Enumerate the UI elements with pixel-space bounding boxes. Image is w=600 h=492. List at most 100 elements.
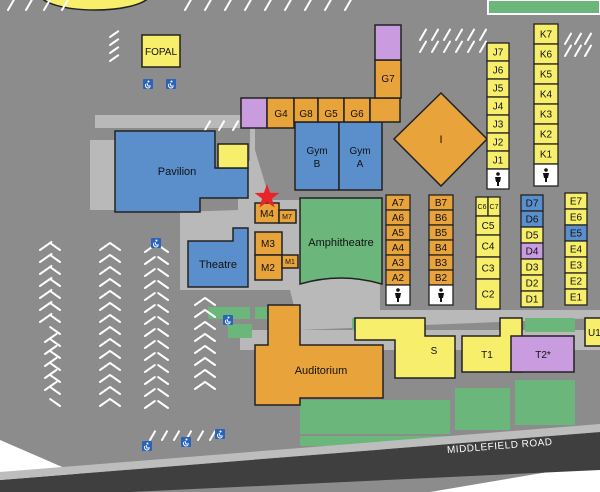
room-label: D1: [526, 295, 539, 306]
room-label: C3: [482, 264, 495, 275]
middlefield-road: [0, 432, 600, 492]
g7-purple-room[interactable]: [374, 24, 402, 61]
room-e1[interactable]: [564, 288, 588, 306]
room-g6[interactable]: [343, 97, 371, 123]
building-t2[interactable]: [510, 335, 575, 373]
accessible-parking-icon: [181, 437, 191, 447]
g-purple-room[interactable]: [240, 97, 268, 129]
room-label: D7: [526, 199, 539, 210]
lawn-1: [208, 307, 250, 319]
lawn-6: [455, 388, 510, 430]
t1-label: T1: [481, 350, 493, 361]
building-i[interactable]: [392, 91, 489, 188]
room-m7[interactable]: [278, 209, 297, 224]
top-landmark: [42, 0, 148, 11]
pavilion-building[interactable]: [114, 130, 249, 213]
room-d1[interactable]: [520, 290, 544, 308]
fopal-building[interactable]: [141, 34, 181, 68]
lawn-5: [300, 436, 450, 446]
room-label: E3: [570, 261, 583, 272]
room-label: E6: [570, 213, 583, 224]
room-label: K7: [540, 30, 553, 41]
building-t1[interactable]: [461, 317, 523, 373]
room-label: A2: [392, 273, 405, 284]
room-label: E1: [570, 293, 583, 304]
u1-label: U1: [588, 328, 600, 339]
room-label: B5: [435, 228, 448, 239]
restroom-icon: [395, 288, 401, 302]
room-label: C6: [478, 204, 487, 211]
room-g8[interactable]: [293, 97, 319, 123]
accessible-parking-icon: [143, 79, 153, 89]
lawn-3: [228, 324, 252, 338]
room-label: E5: [570, 229, 583, 240]
room-label: A6: [392, 213, 405, 224]
room-label: D3: [526, 263, 539, 274]
g-corner[interactable]: [369, 97, 401, 123]
gym-a-building[interactable]: [338, 121, 383, 191]
room-label: B2: [435, 273, 448, 284]
accessible-icons: [142, 79, 233, 451]
room-c2[interactable]: [475, 278, 501, 310]
auditorium-building[interactable]: [254, 304, 384, 406]
room-label: D6: [526, 215, 539, 226]
fopal-label: FOPAL: [145, 47, 177, 58]
amphitheatre-label: Amphitheatre: [308, 237, 373, 249]
m1-label: M1: [285, 259, 295, 266]
g6-label: G6: [350, 109, 364, 120]
room-m1[interactable]: [281, 254, 299, 269]
room-label: A7: [392, 198, 405, 209]
sidewalk: [0, 424, 600, 480]
room-label: A5: [392, 228, 405, 239]
gym-b-label-2: B: [314, 159, 321, 170]
m2-label: M2: [261, 263, 275, 274]
room-label: B3: [435, 258, 448, 269]
room-label: J3: [493, 120, 504, 131]
m3-label: M3: [261, 239, 275, 250]
classroom-grids: J7J6J5J4J3J2J1K7K6K5K4K3K2K1A7A6A5A4A3A2…: [385, 23, 588, 310]
building-u1[interactable]: [584, 317, 600, 347]
red-star-marker: [254, 184, 280, 208]
room-label: E2: [570, 277, 583, 288]
map-edge-right: [430, 470, 600, 492]
g8-label: G8: [299, 109, 313, 120]
accessible-parking-icon: [223, 315, 233, 325]
room-label: J7: [493, 48, 504, 59]
room-label: C7: [490, 204, 499, 211]
gym-b-label-1: Gym: [306, 146, 327, 157]
room-label: E7: [570, 197, 583, 208]
lawn-9: [525, 318, 575, 332]
g4-label: G4: [274, 109, 288, 120]
room-label: B7: [435, 198, 448, 209]
auditorium-label: Auditorium: [295, 365, 348, 377]
g5-label: G5: [324, 109, 338, 120]
amphitheatre[interactable]: [299, 197, 383, 286]
m4-label: M4: [260, 209, 274, 220]
accessible-parking-icon: [151, 238, 161, 248]
room-g4[interactable]: [266, 97, 295, 129]
theatre-building[interactable]: [187, 227, 249, 288]
m7-label: M7: [282, 214, 292, 221]
room-label: D2: [526, 279, 539, 290]
room-label: A4: [392, 243, 405, 254]
pavilion-label: Pavilion: [158, 166, 197, 178]
lawn-4: [300, 400, 450, 434]
room-label: E4: [570, 245, 583, 256]
building-s[interactable]: [354, 317, 456, 379]
lawn-2: [255, 307, 267, 319]
room-g5[interactable]: [317, 97, 345, 123]
pavilion-annex[interactable]: [217, 143, 249, 169]
gym-a-label-1: Gym: [349, 146, 370, 157]
parking-stripes: [7, 0, 592, 441]
accessible-parking-icon: [215, 429, 225, 439]
accessible-parking-icon: [166, 79, 176, 89]
room-label: K5: [540, 70, 553, 81]
room-label: J6: [493, 66, 504, 77]
accessible-parking-icon: [142, 441, 152, 451]
restroom-icon: [495, 172, 501, 186]
room-label: C2: [482, 290, 495, 301]
room-label: B6: [435, 213, 448, 224]
room-label: B4: [435, 243, 448, 254]
restroom-icon: [543, 168, 549, 182]
